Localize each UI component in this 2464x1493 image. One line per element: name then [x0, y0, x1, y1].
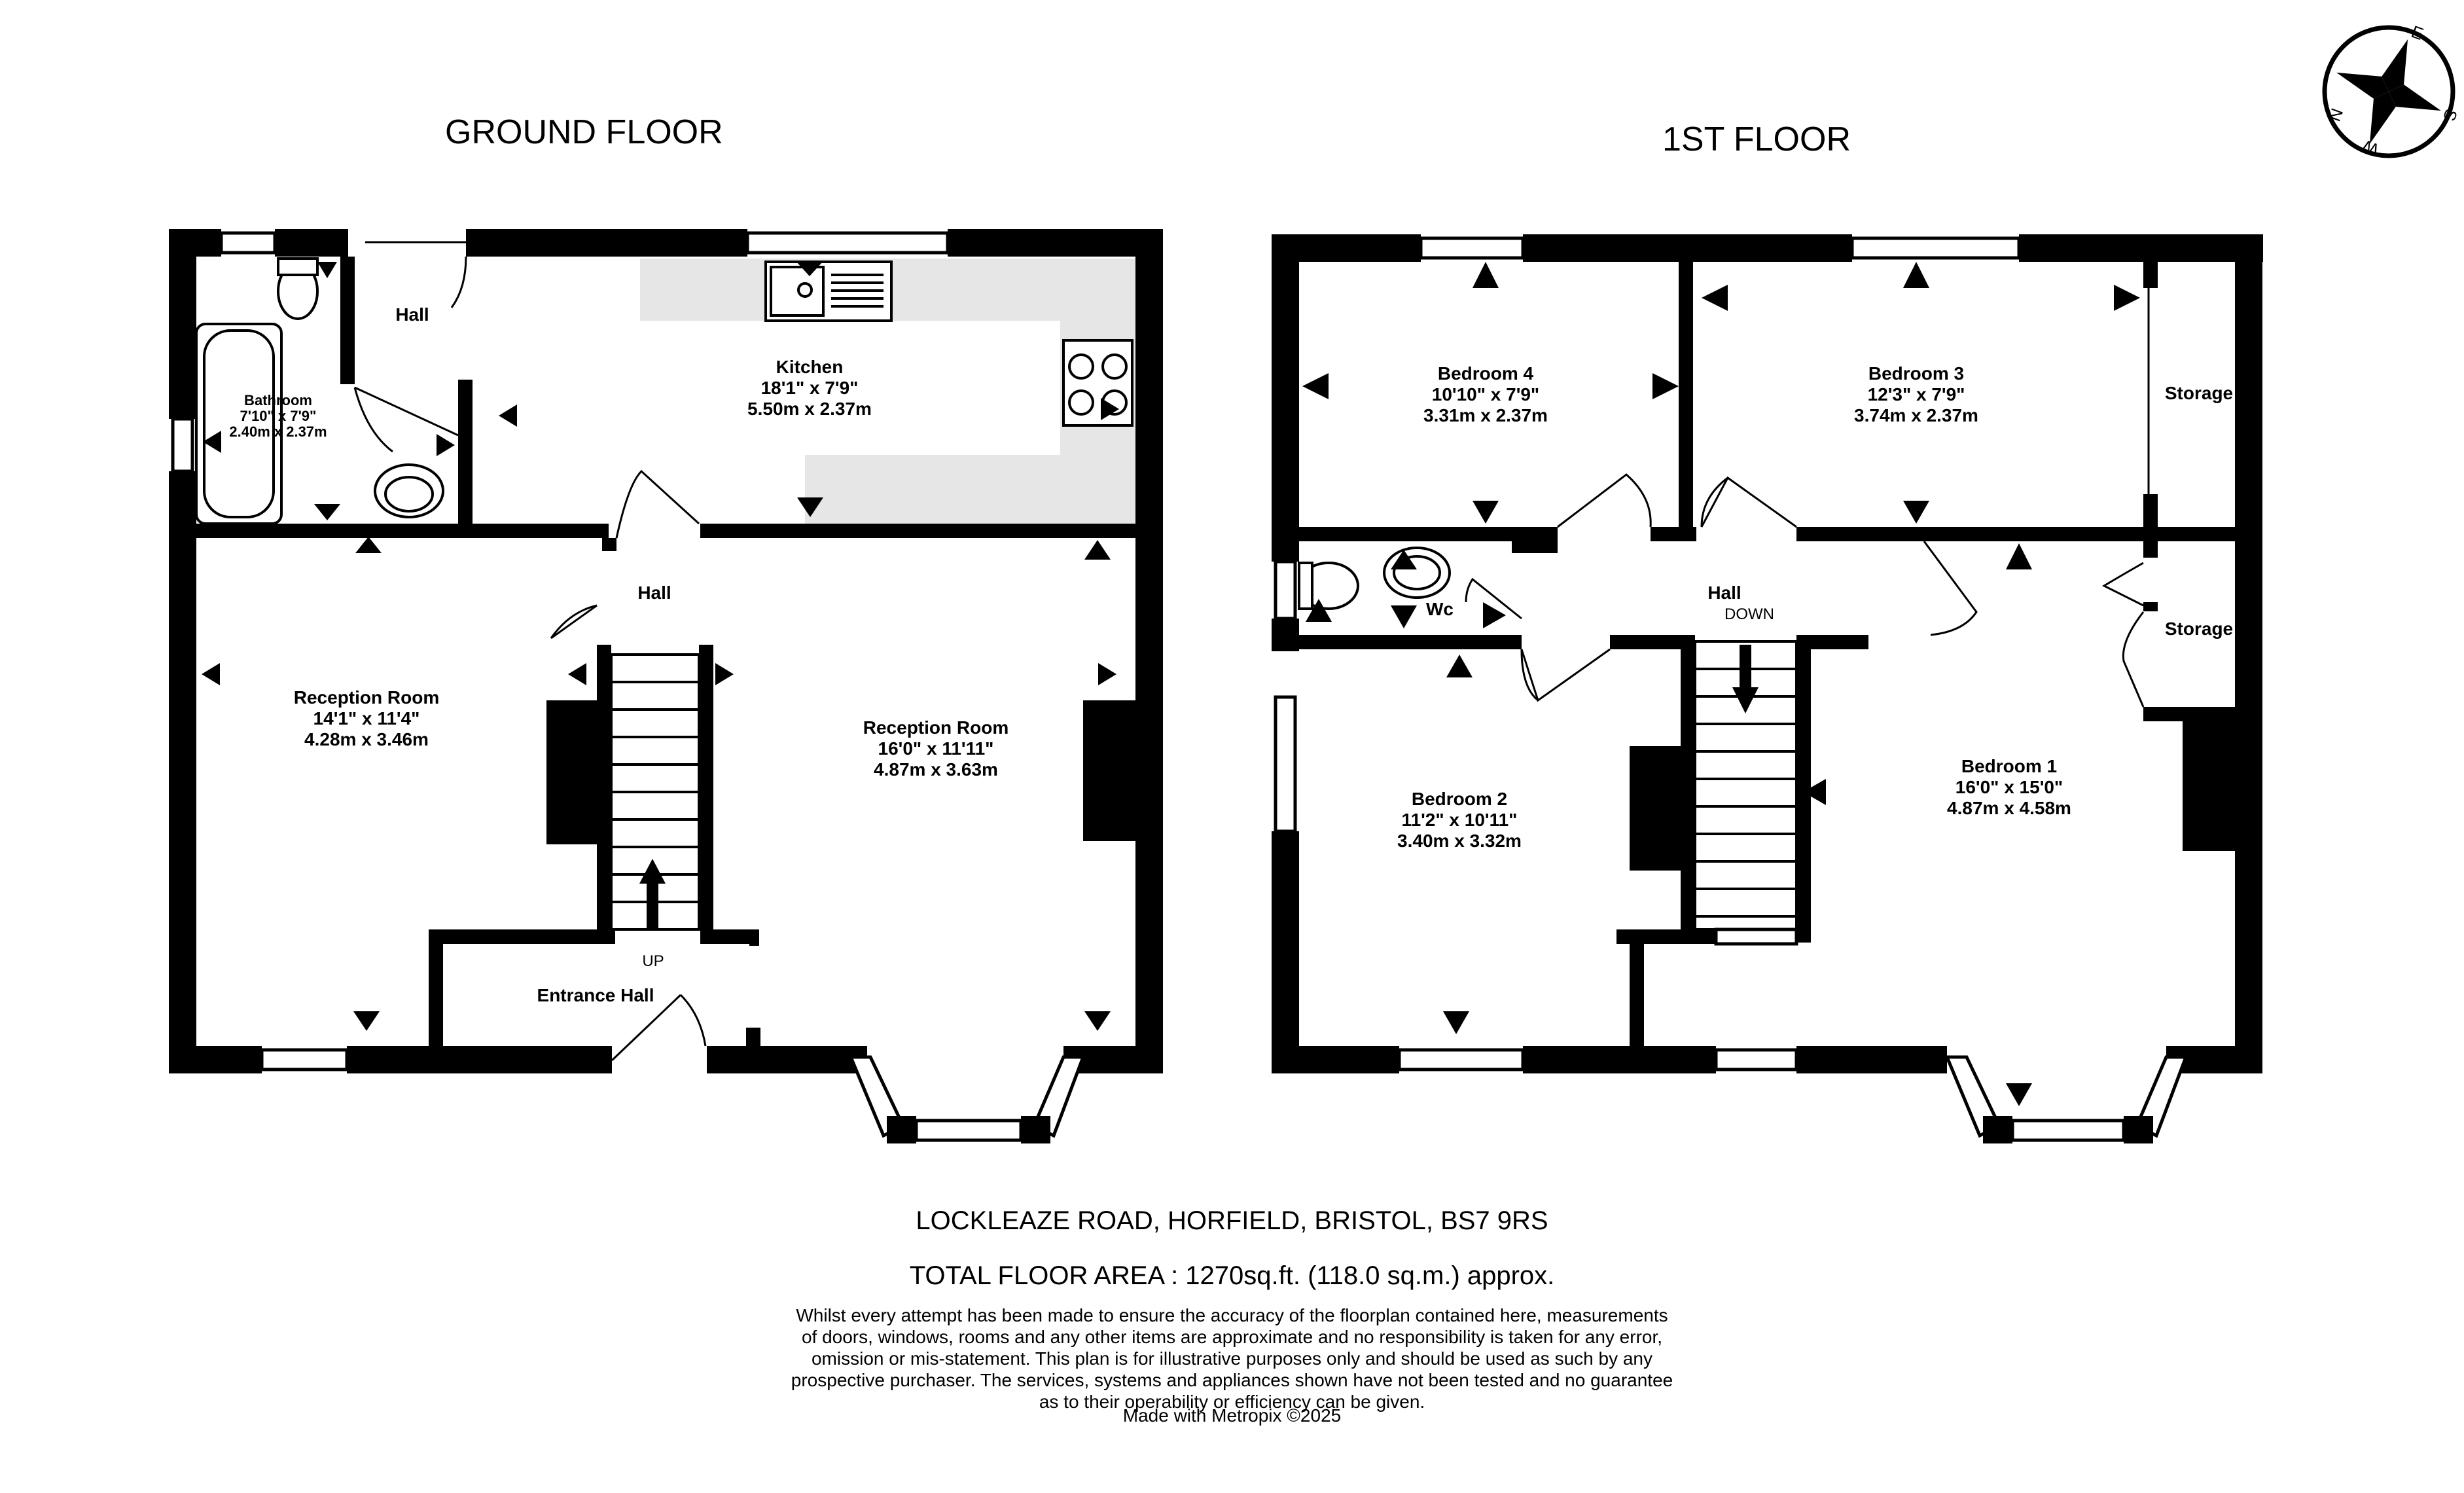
- ground-floor-plan: [169, 229, 1163, 1143]
- room-imperial: 12'3" x 7'9": [1867, 384, 1965, 405]
- room-imperial: 14'1" x 11'4": [313, 708, 420, 729]
- room-bathroom: Bathroom 7'10" x 7'9" 2.40m x 2.37m: [229, 393, 327, 440]
- first-doors: [1465, 288, 2150, 708]
- room-name: Reception Room: [293, 687, 440, 708]
- label-wc: Wc: [1426, 599, 1454, 619]
- label-stairs-down: DOWN: [1724, 605, 1774, 623]
- room-metric: 5.50m x 2.37m: [747, 399, 872, 419]
- room-metric: 4.28m x 3.46m: [304, 729, 429, 749]
- ground-interior-walls: [169, 257, 1163, 1073]
- label-storage-mid: Storage: [2164, 619, 2234, 639]
- room-imperial: 18'1" x 7'9": [760, 378, 859, 398]
- label-hall-mid: Hall: [637, 583, 671, 603]
- room-bedroom-3: Bedroom 3 12'3" x 7'9" 3.74m x 2.37m: [1854, 363, 1978, 426]
- room-metric: 4.87m x 4.58m: [1947, 798, 2071, 818]
- first-floor-plan: [1272, 234, 2263, 1143]
- ground-view-arrows: [202, 262, 1119, 1031]
- label-entrance-hall: Entrance Hall: [537, 985, 654, 1005]
- kitchen-counter: [640, 259, 1135, 524]
- room-bedroom-4: Bedroom 4 10'10" x 7'9" 3.31m x 2.37m: [1423, 363, 1548, 426]
- label-hall-first: Hall: [1707, 583, 1741, 603]
- room-reception-left: Reception Room 14'1" x 11'4" 4.28m x 3.4…: [294, 687, 439, 750]
- room-reception-right: Reception Room 16'0" x 11'11" 4.87m x 3.…: [863, 717, 1009, 780]
- first-interior-walls: [1299, 262, 2262, 1047]
- first-view-arrows: [1302, 262, 2140, 1106]
- disclaimer-line: prospective purchaser. The services, sys…: [791, 1370, 1673, 1390]
- ground-bay-window: [848, 1055, 1086, 1143]
- room-name: Bedroom 3: [1868, 363, 1965, 384]
- first-floor-title: 1ST FLOOR: [1662, 120, 1851, 158]
- ground-outer-walls: [169, 229, 1163, 1073]
- room-imperial: 16'0" x 15'0": [1955, 777, 2063, 797]
- disclaimer-line: omission or mis-statement. This plan is …: [811, 1348, 1652, 1369]
- compass: [2322, 25, 2455, 158]
- bathroom-fixtures: [195, 257, 444, 525]
- stairs-down-arrow: [1732, 645, 1759, 713]
- room-name: Reception Room: [863, 717, 1009, 738]
- disclaimer: Whilst every attempt has been made to en…: [0, 1304, 2464, 1412]
- disclaimer-line: as to their operability or efficiency ca…: [1039, 1392, 1425, 1412]
- ground-floor-title: GROUND FLOOR: [445, 113, 723, 151]
- disclaimer-line: of doors, windows, rooms and any other i…: [801, 1327, 1663, 1347]
- label-storage-top: Storage: [2164, 383, 2234, 403]
- label-hall-top: Hall: [395, 304, 429, 325]
- room-kitchen: Kitchen 18'1" x 7'9" 5.50m x 2.37m: [747, 357, 872, 420]
- ground-windows: [171, 231, 950, 1071]
- property-address: LOCKLEAZE ROAD, HORFIELD, BRISTOL, BS7 9…: [916, 1206, 1548, 1235]
- label-stairs-up: UP: [642, 952, 664, 970]
- kitchen-fixtures: [764, 261, 1134, 427]
- room-metric: 3.31m x 2.37m: [1423, 405, 1548, 425]
- ground-doors: [353, 241, 707, 1062]
- disclaimer-line: Whilst every attempt has been made to en…: [796, 1305, 1668, 1325]
- room-name: Bedroom 4: [1437, 363, 1534, 384]
- room-imperial: 11'2" x 10'11": [1401, 810, 1518, 830]
- stairs-up-arrow: [639, 859, 666, 929]
- first-windows: [1274, 236, 2021, 1071]
- first-bay-window: [1944, 1055, 2188, 1143]
- total-floor-area: TOTAL FLOOR AREA : 1270sq.ft. (118.0 sq.…: [909, 1261, 1555, 1290]
- room-metric: 3.40m x 3.32m: [1397, 831, 1522, 851]
- made-with-credit: Made with Metropix ©2025: [1122, 1405, 1342, 1426]
- room-name: Bathroom: [244, 392, 312, 408]
- room-metric: 3.74m x 2.37m: [1854, 405, 1978, 425]
- room-metric: 2.40m x 2.37m: [229, 423, 327, 440]
- room-imperial: 10'10" x 7'9": [1431, 384, 1540, 405]
- room-imperial: 7'10" x 7'9": [240, 408, 317, 424]
- room-name: Bedroom 2: [1411, 789, 1508, 809]
- room-bedroom-2: Bedroom 2 11'2" x 10'11" 3.40m x 3.32m: [1397, 789, 1522, 852]
- room-bedroom-1: Bedroom 1 16'0" x 15'0" 4.87m x 4.58m: [1947, 756, 2071, 819]
- first-outer-walls: [1272, 234, 2263, 1073]
- room-name: Bedroom 1: [1961, 756, 2058, 776]
- room-metric: 4.87m x 3.63m: [874, 759, 998, 780]
- room-imperial: 16'0" x 11'11": [878, 738, 994, 759]
- room-name: Kitchen: [776, 357, 844, 377]
